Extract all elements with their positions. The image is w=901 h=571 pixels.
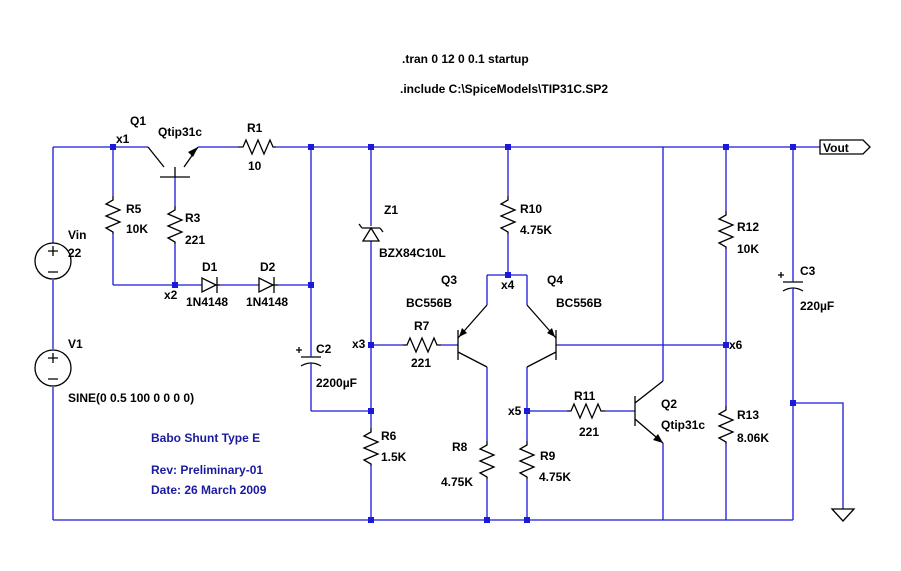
v1-value: SINE(0 0.5 100 0 0 0 0): [68, 391, 194, 405]
d2-model: 1N4148: [246, 295, 288, 309]
r3-value: 221: [185, 233, 205, 247]
r3-label: R3: [185, 211, 201, 225]
q2-transistor-symbol[interactable]: [634, 380, 664, 444]
wires: [52, 146, 844, 521]
r5-resistor-symbol[interactable]: [104, 196, 122, 234]
vout-port-flag[interactable]: [819, 139, 871, 155]
r1-label: R1: [247, 121, 263, 135]
q2-label: Q2: [661, 397, 677, 411]
net-x6-label: x6: [729, 338, 743, 352]
r13-label: R13: [737, 408, 759, 422]
d1-model: 1N4148: [186, 295, 228, 309]
r12-value: 10K: [737, 242, 759, 256]
vin-source-symbol[interactable]: [34, 242, 72, 280]
z1-model: BZX84C10L: [379, 246, 446, 260]
r9-resistor-symbol[interactable]: [518, 441, 536, 479]
z1-zener-symbol[interactable]: [358, 223, 384, 242]
junctions: [110, 144, 796, 523]
r11-resistor-symbol[interactable]: [567, 402, 605, 420]
tran-directive[interactable]: .tran 0 12 0 0.1 startup: [402, 52, 529, 66]
r5-label: R5: [126, 202, 142, 216]
r13-resistor-symbol[interactable]: [717, 406, 735, 444]
r11-label: R11: [574, 389, 596, 403]
vout-label: Vout: [823, 141, 849, 155]
q1-model: Qtip31c: [158, 125, 202, 139]
r1-value: 10: [248, 159, 262, 173]
date-note[interactable]: Date: 26 March 2009: [151, 483, 267, 497]
r7-resistor-symbol[interactable]: [403, 336, 441, 354]
r8-resistor-symbol[interactable]: [478, 441, 496, 479]
d1-diode-symbol[interactable]: [201, 276, 220, 294]
r6-label: R6: [381, 429, 397, 443]
r7-label: R7: [414, 319, 430, 333]
v1-label: V1: [68, 337, 83, 351]
q1-label: Q1: [130, 114, 146, 128]
net-x1-label: x1: [116, 132, 130, 146]
r10-label: R10: [520, 202, 542, 216]
r3-resistor-symbol[interactable]: [166, 206, 184, 244]
revision-note[interactable]: Rev: Preliminary-01: [151, 463, 263, 477]
net-x2-label: x2: [164, 288, 178, 302]
q1-transistor-symbol[interactable]: [147, 146, 199, 178]
z1-label: Z1: [384, 203, 398, 217]
q3-transistor-symbol[interactable]: [457, 304, 488, 368]
c2-value: 2200µF: [316, 376, 357, 390]
c2-capacitor-symbol[interactable]: [296, 347, 322, 374]
q3-label: Q3: [441, 273, 457, 287]
labels: .tran 0 12 0 0.1 startup .include C:\Spi…: [68, 52, 849, 497]
d1-label: D1: [202, 260, 218, 274]
q2-model: Qtip31c: [661, 418, 705, 432]
v1-source-symbol[interactable]: [34, 349, 72, 387]
vin-value: 22: [68, 246, 82, 260]
d2-label: D2: [260, 260, 276, 274]
r6-resistor-symbol[interactable]: [362, 428, 380, 466]
net-x5-label: x5: [508, 404, 522, 418]
r12-resistor-symbol[interactable]: [717, 211, 735, 249]
r9-label: R9: [540, 449, 556, 463]
q4-label: Q4: [547, 273, 563, 287]
r12-label: R12: [737, 220, 759, 234]
r11-value: 221: [579, 425, 599, 439]
q4-model: BC556B: [556, 296, 602, 310]
r7-value: 221: [411, 356, 431, 370]
c3-capacitor-symbol[interactable]: [778, 272, 804, 296]
q4-transistor-symbol[interactable]: [526, 304, 557, 368]
net-x4-label: x4: [501, 278, 515, 292]
title-note[interactable]: Babo Shunt Type E: [151, 431, 260, 445]
r9-value: 4.75K: [539, 470, 571, 484]
r6-value: 1.5K: [381, 450, 407, 464]
vin-label: Vin: [68, 228, 86, 242]
q3-model: BC556B: [406, 296, 452, 310]
r8-label: R8: [452, 440, 468, 454]
r5-value: 10K: [126, 222, 148, 236]
c2-label: C2: [316, 342, 332, 356]
c3-value: 220µF: [800, 299, 834, 313]
ground-icon: [830, 508, 856, 522]
c3-label: C3: [800, 264, 816, 278]
r13-value: 8.06K: [737, 431, 769, 445]
include-directive[interactable]: .include C:\SpiceModels\TIP31C.SP2: [400, 82, 608, 96]
r1-resistor-symbol[interactable]: [238, 138, 276, 156]
r8-value: 4.75K: [441, 475, 473, 489]
r10-resistor-symbol[interactable]: [499, 196, 517, 234]
r10-value: 4.75K: [520, 223, 552, 237]
net-x3-label: x3: [352, 337, 366, 351]
d2-diode-symbol[interactable]: [258, 276, 278, 294]
